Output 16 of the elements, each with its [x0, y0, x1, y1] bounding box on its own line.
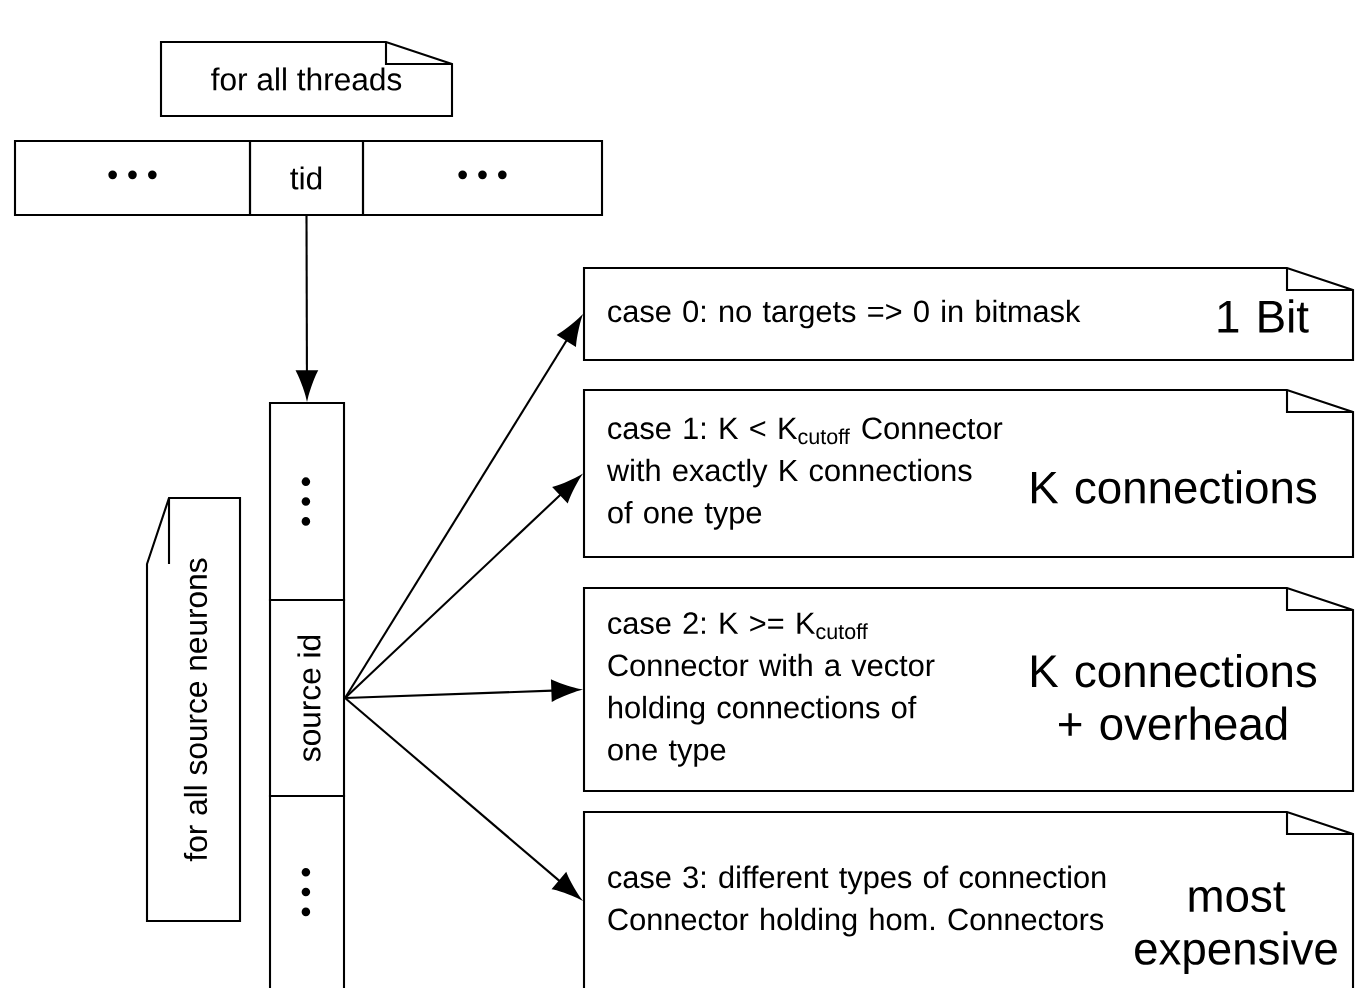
- arrow: [296, 216, 318, 399]
- note-box: for all threads: [159, 40, 454, 118]
- array-cell: • • •: [361, 139, 604, 217]
- case-note: case 3: different types of connection Connector holding hom. Connectors most expensive: [582, 810, 1355, 988]
- note-box: for all source neurons: [145, 496, 242, 923]
- array-cell: tid: [248, 139, 365, 217]
- arrow: [344, 475, 581, 699]
- case-note: case 0: no targets => 0 in bitmask 1 Bit: [582, 266, 1355, 362]
- array-cell: • • •: [13, 139, 252, 217]
- case-note: case 2: K >= K$_{cutoff}$ Connector with a vector holding connections of one type K connections + overhead: [582, 586, 1355, 793]
- arrow: [344, 697, 581, 900]
- array-cell: source id: [268, 598, 346, 798]
- array-cell: • • •: [268, 401, 346, 602]
- arrow: [344, 316, 582, 699]
- array-cell: • • •: [268, 794, 346, 988]
- case-note: case 1: K < K$_{cutoff}$ Connector with exactly K connections of one type K connections: [582, 388, 1355, 559]
